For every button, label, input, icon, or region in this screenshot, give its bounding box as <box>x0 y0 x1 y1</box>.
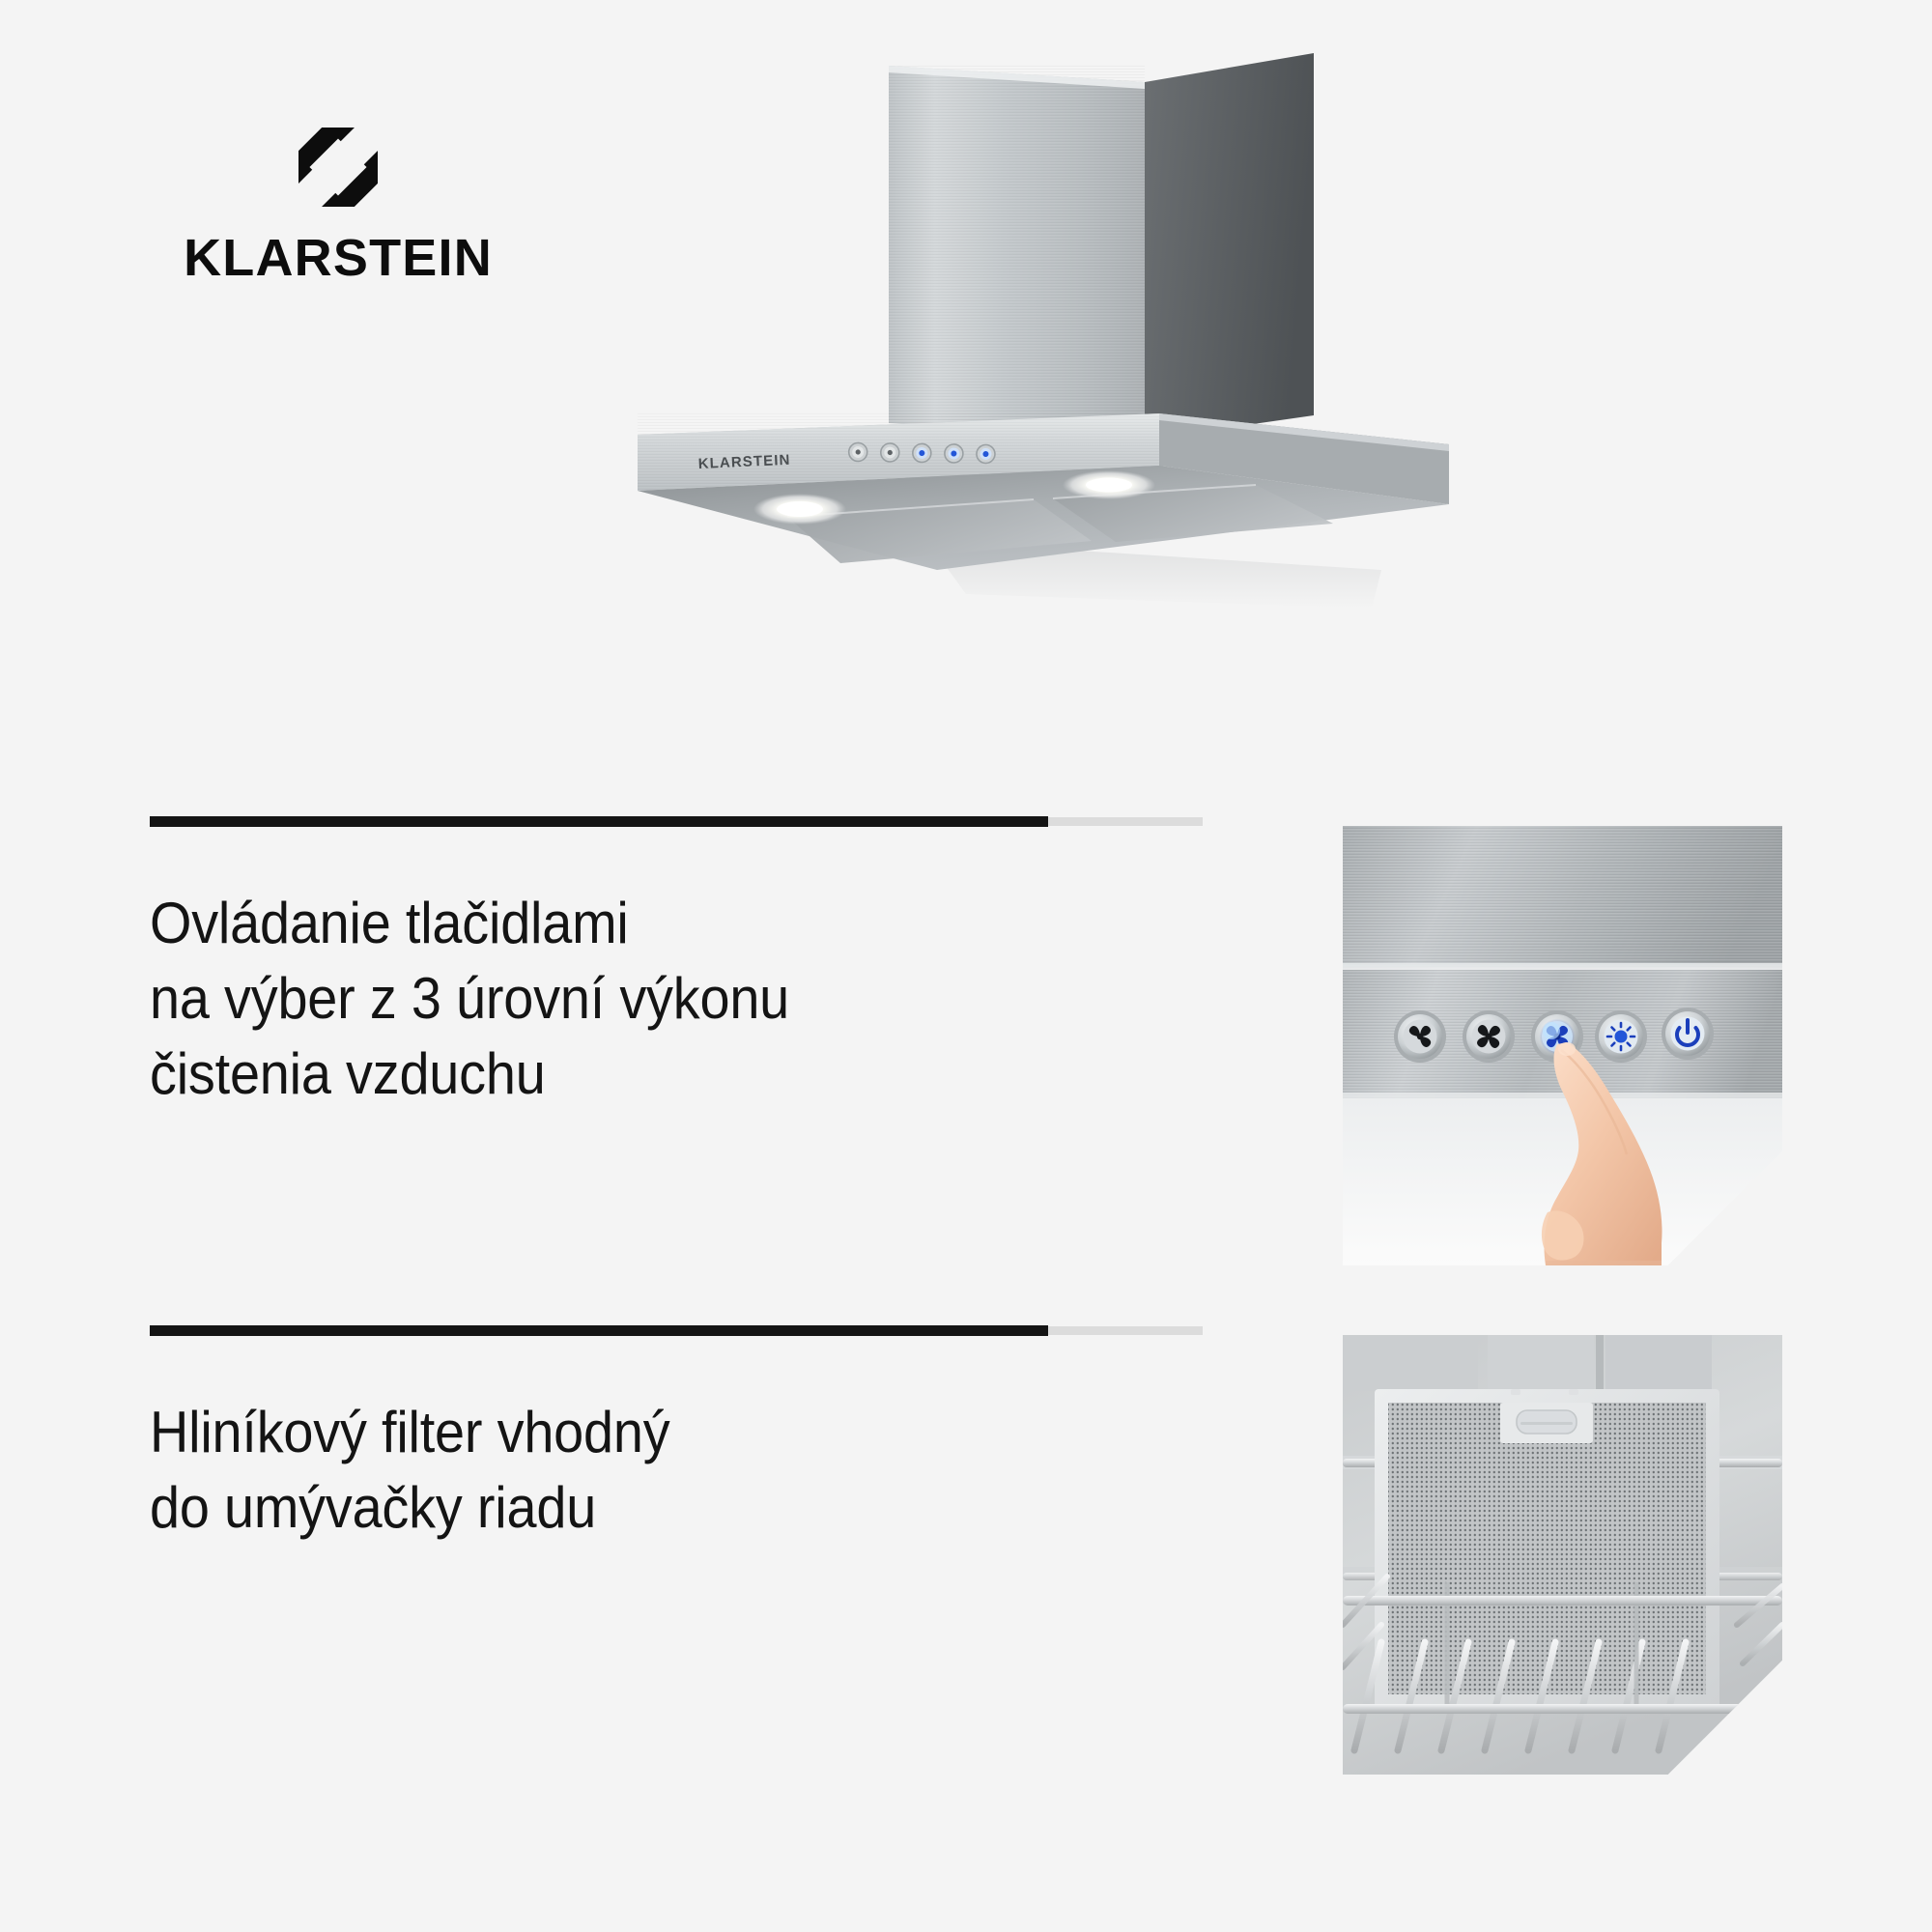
filter-mesh <box>1388 1403 1706 1694</box>
dishwasher-filter-photo <box>1343 1335 1782 1775</box>
light-button <box>1595 1010 1647 1063</box>
feature-heading: Ovládanie tlačidlami na výber z 3 úrovní… <box>150 891 790 1106</box>
brand-wordmark: KLARSTEIN <box>184 229 493 287</box>
fan-speed-2-button <box>1463 1010 1515 1063</box>
octagon-logo-icon <box>298 128 378 207</box>
filter-panel-left <box>787 499 1092 563</box>
fan-icon <box>1477 1025 1500 1048</box>
lamp-icon <box>1605 1021 1636 1052</box>
hood-control-buttons <box>847 441 996 465</box>
hood-fan-button-1 <box>847 441 868 463</box>
hood-fan-button-3 <box>912 442 932 464</box>
brand-logo: KLARSTEIN <box>145 128 531 288</box>
hood-chimney-side <box>1145 53 1314 440</box>
power-icon <box>1675 1018 1700 1047</box>
divider-light-segment <box>1048 817 1203 826</box>
hood-power-button <box>976 443 996 465</box>
filter-handle <box>1500 1389 1593 1443</box>
feature-divider <box>150 1325 1203 1336</box>
fan-speed-1-button <box>1394 1010 1446 1063</box>
feature-heading: Hliníkový filter vhodný do umývačky riad… <box>150 1400 670 1540</box>
hero-product-image: KLARSTEIN <box>580 29 1893 628</box>
hood-canopy-side <box>1159 413 1449 504</box>
rack-tines <box>1350 1638 1690 1754</box>
control-panel-photo <box>1343 826 1782 1265</box>
hood-light-button <box>944 443 964 464</box>
feature-divider <box>150 816 1203 827</box>
divider-light-segment <box>1048 1326 1203 1335</box>
pointing-hand <box>1541 1042 1662 1265</box>
fan-icon <box>1408 1025 1432 1047</box>
power-button <box>1662 1008 1714 1060</box>
divider-dark-segment <box>150 1325 1048 1336</box>
hood-fan-button-2 <box>879 442 900 463</box>
hood-front-brand-label: KLARSTEIN <box>697 452 790 472</box>
rack-rail-front-2 <box>1343 1704 1782 1714</box>
rack-rail-front-1 <box>1343 1596 1782 1605</box>
divider-dark-segment <box>150 816 1048 827</box>
filter-panel-right <box>1053 485 1333 542</box>
